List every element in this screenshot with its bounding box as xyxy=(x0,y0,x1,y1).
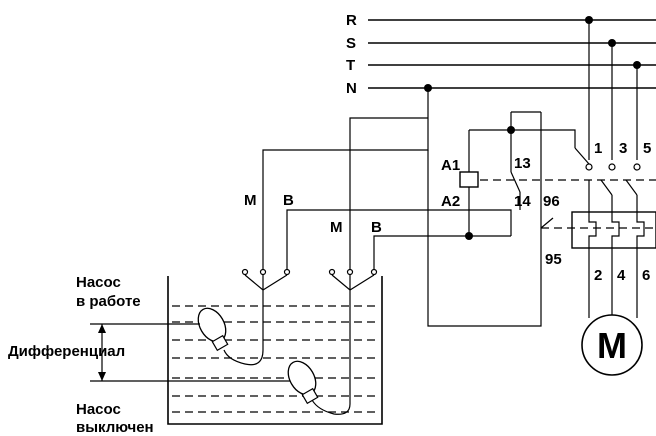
label-6: 6 xyxy=(642,267,650,284)
label-5: 5 xyxy=(643,140,651,157)
pump-off-label-1: Насос xyxy=(76,401,121,418)
contact-3-blade xyxy=(600,179,613,196)
contact-13-14 xyxy=(510,171,521,193)
overload-box xyxy=(571,211,656,249)
right-b-label: B xyxy=(371,219,382,236)
right-terminal-1 xyxy=(328,268,336,276)
label-s: S xyxy=(346,35,356,52)
differential-arrow-up xyxy=(98,324,106,333)
pump-on-label-1: Насос xyxy=(76,274,121,291)
neutral-to-left-m xyxy=(262,118,429,270)
right-fork xyxy=(331,274,375,291)
label-1: 1 xyxy=(594,140,602,157)
left-fork xyxy=(244,274,288,291)
lower-float-sensor xyxy=(287,360,319,405)
neutral-to-right-m xyxy=(349,117,428,270)
a1-supply xyxy=(469,129,576,148)
label-a1: A1 xyxy=(441,157,460,174)
label-3: 3 xyxy=(619,140,627,157)
contact-5-blade xyxy=(625,179,638,196)
neutral-wiring xyxy=(262,84,542,327)
label-14: 14 xyxy=(514,193,531,210)
left-m-label: M xyxy=(244,192,257,209)
right-b-wire xyxy=(373,235,511,270)
contact-5-terminal xyxy=(633,163,641,171)
left-terminal-1 xyxy=(241,268,249,276)
heater-1 xyxy=(588,212,597,248)
label-2: 2 xyxy=(594,267,602,284)
right-m-label: M xyxy=(330,219,343,236)
left-b-wire xyxy=(286,209,512,270)
supply-lines: R S T N xyxy=(346,12,656,97)
contact-3-terminal xyxy=(608,163,616,171)
left-terminal-m xyxy=(259,268,267,276)
label-a2: A2 xyxy=(441,193,460,210)
level-indicators: Насос в работе Дифференциал Насос выключ… xyxy=(8,274,290,436)
label-n: N xyxy=(346,80,357,97)
left-terminal-b xyxy=(283,268,291,276)
label-4: 4 xyxy=(617,267,626,284)
label-13: 13 xyxy=(514,155,531,172)
overload-relay: 2 4 6 xyxy=(571,211,656,318)
neutral-to-95 xyxy=(427,150,542,327)
heater-2 xyxy=(611,212,620,248)
motor-circle xyxy=(581,314,643,376)
relay-coil xyxy=(459,171,479,188)
lower-float-cap xyxy=(301,387,319,405)
contact-1-terminal xyxy=(585,163,593,171)
contact-1-blade xyxy=(574,147,590,165)
label-96: 96 xyxy=(543,193,560,210)
motor: M xyxy=(581,314,643,376)
differential-label: Дифференциал xyxy=(8,343,125,360)
upper-float-sensor xyxy=(197,307,229,352)
left-sensor-connector: M B xyxy=(223,192,294,366)
right-terminal-m xyxy=(346,268,354,276)
left-sensor-cable xyxy=(223,290,264,366)
heater-3 xyxy=(636,212,645,248)
pump-off-label-2: выключен xyxy=(76,419,154,436)
label-r: R xyxy=(346,12,357,29)
right-sensor-connector: M B xyxy=(311,219,382,415)
right-sensor-cable xyxy=(311,290,351,415)
label-95: 95 xyxy=(545,251,562,268)
tank xyxy=(167,276,383,425)
pump-on-label-2: в работе xyxy=(76,293,141,310)
left-b-label: B xyxy=(283,192,294,209)
sensor-b-wiring xyxy=(286,178,512,270)
tank-walls xyxy=(167,276,383,425)
right-terminal-b xyxy=(370,268,378,276)
label-t: T xyxy=(346,57,355,74)
main-contactor: 1 3 5 xyxy=(574,140,651,212)
contact-95 xyxy=(540,217,554,229)
differential-arrow-down xyxy=(98,372,106,381)
motor-label: M xyxy=(597,325,627,366)
phase-taps xyxy=(585,16,641,160)
upper-float-cap xyxy=(211,334,229,352)
control-relay: A1 A2 13 14 96 95 xyxy=(441,111,656,268)
